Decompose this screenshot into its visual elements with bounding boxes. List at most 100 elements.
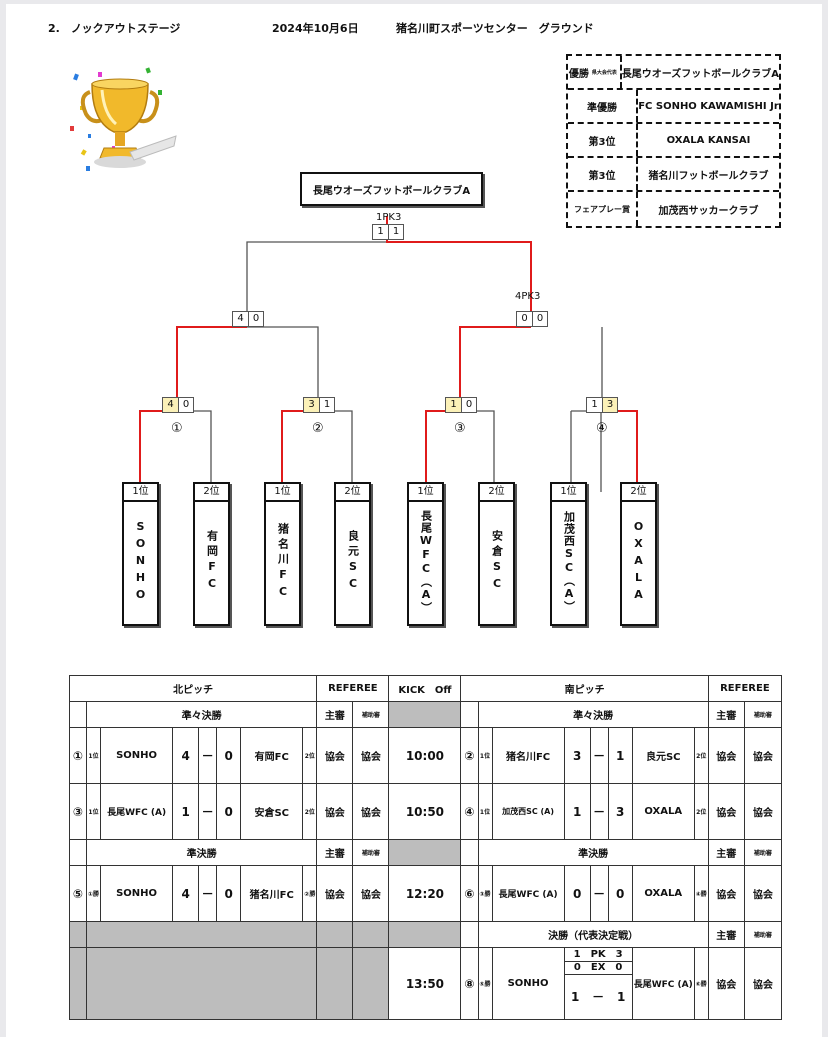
match-number: ① (70, 728, 87, 784)
assist-ref: 協会 (744, 784, 781, 840)
match-row: 13:50 ⑧ ⑤勝 SONHO 1 PK 3 0 EX 0 1 － 1 長尾W… (70, 948, 782, 1020)
rank-label: 2位 (303, 728, 317, 784)
referee-header: REFEREE (708, 676, 781, 702)
team-away: 猪名川FC (241, 866, 303, 922)
match-row: ① 1位 SONHO 4 － 0 有岡FC 2位 協会 協会 10:00 ② 1… (70, 728, 782, 784)
team-away: 有岡FC (241, 728, 303, 784)
score-b: 0 (461, 398, 476, 412)
rank-label: ⑥勝 (694, 948, 708, 1020)
team-name: 安倉SC (489, 502, 505, 622)
score-a: 3 (304, 398, 319, 412)
final-score-cell: 1 PK 3 0 EX 0 1 － 1 (564, 948, 632, 1020)
score-home: 3 (564, 728, 590, 784)
team-name: 良元SC (345, 502, 361, 622)
main-ref: 協会 (317, 866, 353, 922)
assist-ref: 協会 (744, 866, 781, 922)
match-number: ② (461, 728, 478, 784)
rank-label: 1位 (87, 728, 101, 784)
team-home: SONHO (101, 866, 173, 922)
match-number: ④ (461, 784, 478, 840)
team-home: 猪名川FC (492, 728, 564, 784)
team-box: 2位 OXALA (620, 482, 657, 626)
rank-label: 2位 (694, 728, 708, 784)
team-name: SONHO (134, 502, 147, 622)
score-away: 0 (217, 866, 241, 922)
rank-label: 2位 (303, 784, 317, 840)
sf-title: 準決勝 (478, 840, 708, 866)
assist-ref-label: 補助審 (353, 702, 389, 728)
score-b: 3 (602, 398, 617, 412)
team-rank: 2位 (195, 484, 228, 502)
team-box: 1位 長尾WFC（A） (407, 482, 444, 626)
team-name: OXALA (632, 502, 645, 622)
team-name: 猪名川FC (275, 502, 291, 622)
score-b: 0 (532, 312, 547, 326)
team-name: 加茂西SC（A） (561, 502, 577, 622)
assist-ref: 協会 (744, 728, 781, 784)
main-ref-label: 主審 (708, 702, 744, 728)
score-away: 0 (217, 728, 241, 784)
team-name: 有岡FC (204, 502, 220, 622)
north-pitch-header: 北ピッチ (70, 676, 317, 702)
score-a: 1 (446, 398, 461, 412)
score-home: 1 (571, 975, 579, 1019)
score-away: 1 (617, 975, 625, 1019)
score-away: 0 (217, 784, 241, 840)
rank-label: ④勝 (694, 866, 708, 922)
score-dash: － (590, 728, 608, 784)
final-ex: 0 EX 0 (565, 962, 632, 975)
final-pk: 1 PK 3 (565, 949, 632, 962)
assist-ref: 協会 (353, 784, 389, 840)
score-a: 0 (517, 312, 532, 326)
team-rank: 1位 (552, 484, 585, 502)
score-away: 1 (608, 728, 632, 784)
score-dash: － (199, 728, 217, 784)
match-number: ⑥ (461, 866, 478, 922)
main-ref-label: 主審 (317, 702, 353, 728)
score-dash: － (199, 784, 217, 840)
team-box: 2位 良元SC (334, 482, 371, 626)
team-rank: 2位 (336, 484, 369, 502)
qf-title: 準々決勝 (87, 702, 317, 728)
rank-label: ②勝 (303, 866, 317, 922)
team-away: 長尾WFC (A) (632, 948, 694, 1020)
rank-label: 2位 (694, 784, 708, 840)
team-rank: 1位 (124, 484, 157, 502)
referee-header: REFEREE (317, 676, 389, 702)
rank-label: 1位 (478, 784, 492, 840)
team-away: OXALA (632, 784, 694, 840)
score-dash: － (590, 866, 608, 922)
score-a: 4 (233, 312, 248, 326)
rank-label: ①勝 (87, 866, 101, 922)
team-home: 長尾WFC (A) (492, 866, 564, 922)
team-rank: 2位 (480, 484, 513, 502)
final-pk: 1PK3 (376, 212, 401, 223)
score-a: 1 (373, 225, 388, 239)
assist-ref-label: 補助審 (744, 922, 781, 948)
team-away: 良元SC (632, 728, 694, 784)
assist-ref: 協会 (744, 948, 781, 1020)
score-home: 1 (564, 784, 590, 840)
team-away: 安倉SC (241, 784, 303, 840)
score-home: 4 (173, 866, 199, 922)
main-ref: 協会 (708, 866, 744, 922)
score-a: 1 (587, 398, 602, 412)
team-home: SONHO (492, 948, 564, 1020)
main-ref: 協会 (708, 948, 744, 1020)
final-title: 決勝（代表決定戦） (478, 922, 708, 948)
assist-ref: 協会 (353, 728, 389, 784)
qf4-number: ④ (596, 421, 608, 436)
rank-label: ⑤勝 (478, 948, 492, 1020)
qf2-number: ② (312, 421, 324, 436)
match-number: ⑤ (70, 866, 87, 922)
main-ref-label: 主審 (317, 840, 353, 866)
assist-ref-label: 補助審 (353, 840, 389, 866)
main-ref-label: 主審 (708, 840, 744, 866)
match-row: ⑤ ①勝 SONHO 4 － 0 猪名川FC ②勝 協会 協会 12:20 ⑥ … (70, 866, 782, 922)
score-away: 3 (608, 784, 632, 840)
team-box: 2位 有岡FC (193, 482, 230, 626)
assist-ref-label: 補助審 (744, 702, 781, 728)
team-home: SONHO (101, 728, 173, 784)
